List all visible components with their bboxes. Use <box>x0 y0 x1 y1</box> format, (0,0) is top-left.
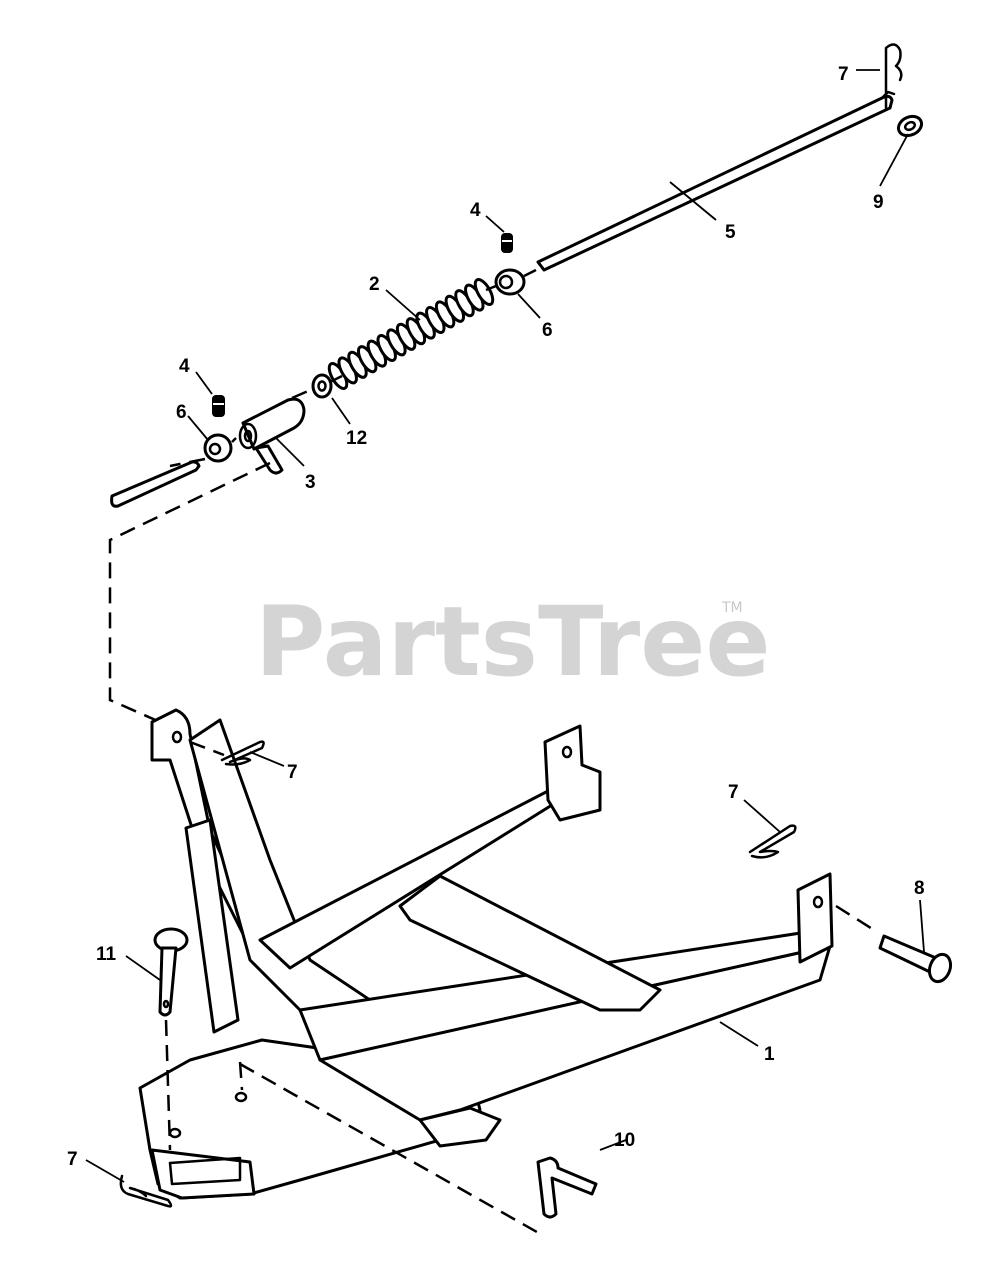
hair-pin-clip-bottom[interactable] <box>119 1174 173 1208</box>
trademark-mark: TM <box>721 600 743 616</box>
callout-11: 11 <box>96 944 117 965</box>
swivel-bracket[interactable] <box>238 397 306 475</box>
partstree-watermark: PartsTree <box>255 586 770 698</box>
set-screw-left[interactable] <box>212 395 225 417</box>
short-rod[interactable] <box>110 460 201 508</box>
compression-spring[interactable] <box>326 277 496 391</box>
set-screw-upper[interactable] <box>501 233 513 253</box>
callout-7-frame-left: 7 <box>287 762 298 783</box>
callout-7-bottom: 7 <box>67 1149 78 1170</box>
leader-lines <box>85 69 925 1183</box>
hair-pin-clip-top[interactable] <box>884 43 903 110</box>
callout-2: 2 <box>369 274 380 295</box>
hair-pin-clip-frame-left[interactable] <box>220 740 265 766</box>
callout-5: 5 <box>725 222 736 243</box>
callout-7-top: 7 <box>838 64 849 85</box>
callout-4-left: 4 <box>179 356 190 377</box>
callout-9: 9 <box>873 192 884 213</box>
clevis-pin-right[interactable] <box>878 934 954 985</box>
clevis-pin-left[interactable] <box>153 927 189 1017</box>
collar-left[interactable] <box>203 433 233 463</box>
washer[interactable] <box>895 113 924 139</box>
hitch-frame[interactable] <box>138 708 834 1200</box>
callout-7-frame-right: 7 <box>728 782 739 803</box>
callout-6-right: 6 <box>542 320 553 341</box>
callout-10: 10 <box>614 1130 635 1151</box>
callout-4-upper: 4 <box>470 200 481 221</box>
callout-8: 8 <box>914 878 925 899</box>
bent-pin[interactable] <box>536 1156 598 1219</box>
hair-pin-clip-frame-right[interactable] <box>748 824 797 859</box>
callout-1: 1 <box>764 1044 775 1065</box>
callout-6-left: 6 <box>176 402 187 423</box>
washer-small[interactable] <box>311 373 333 399</box>
callout-12: 12 <box>346 428 367 449</box>
collar-right[interactable] <box>494 268 526 296</box>
callout-3: 3 <box>305 472 316 493</box>
part-rod[interactable] <box>536 90 896 272</box>
